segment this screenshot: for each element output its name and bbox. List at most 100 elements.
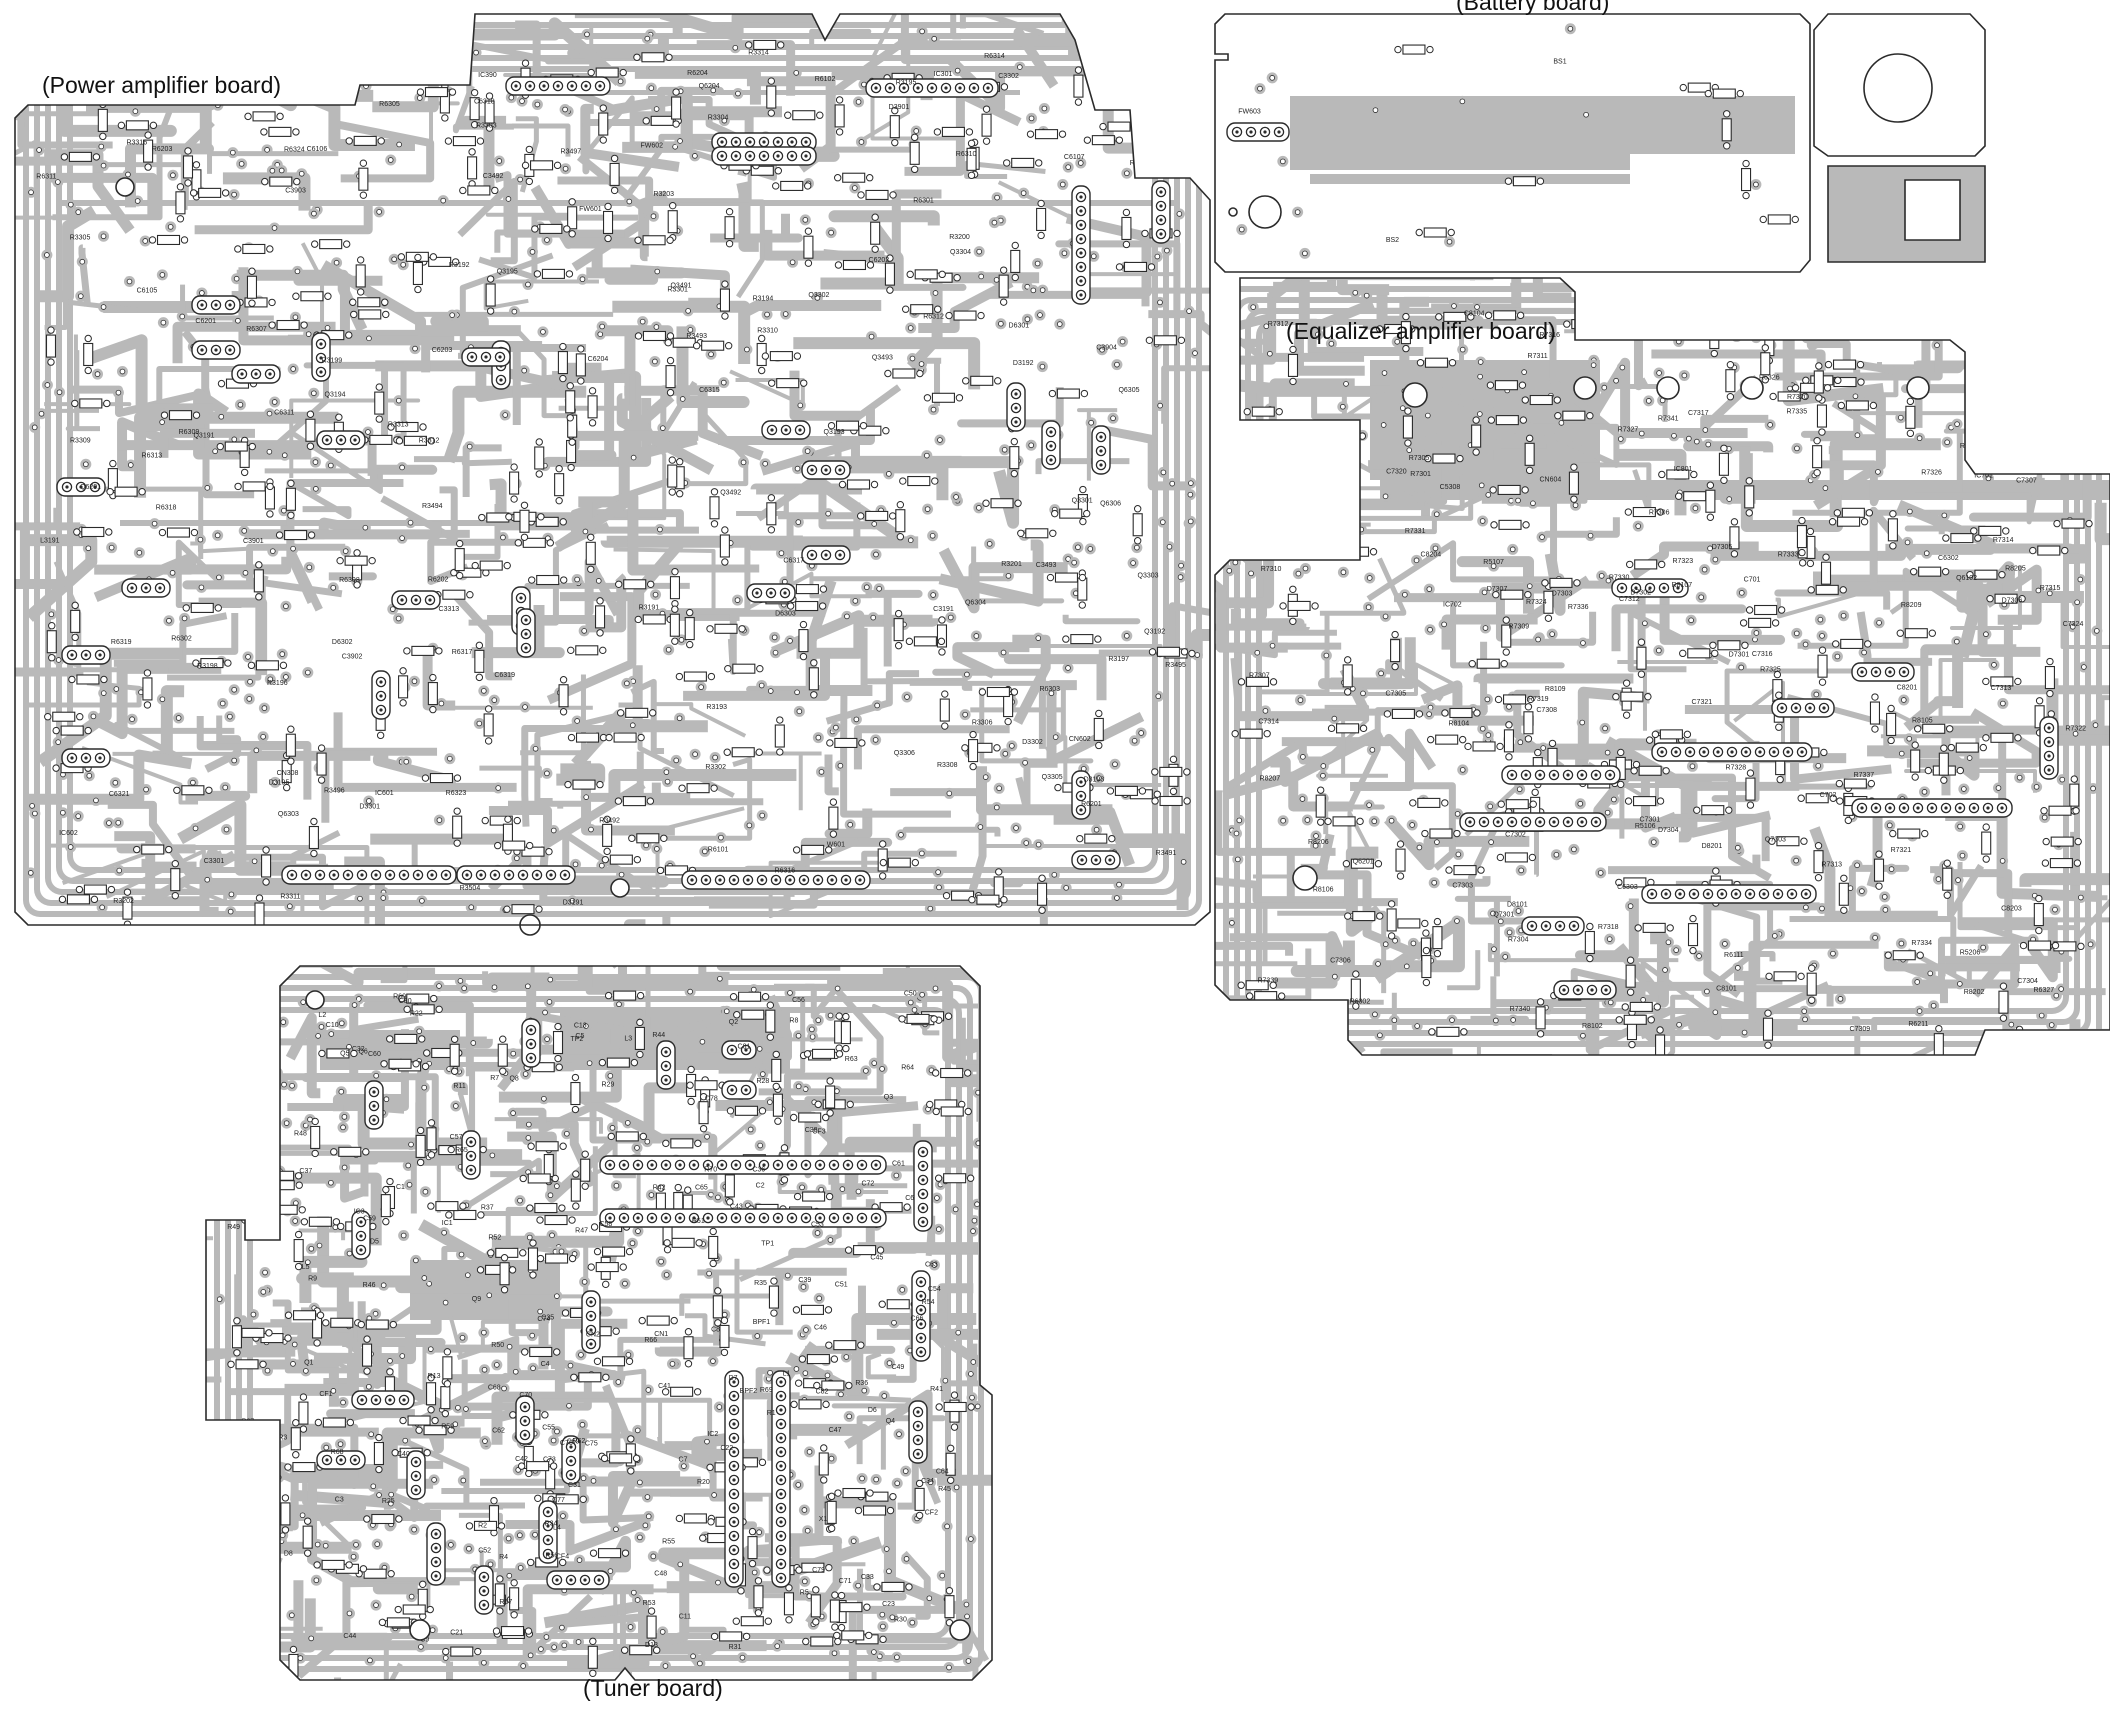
pin-drill (379, 680, 382, 683)
pad-hole (343, 549, 348, 554)
pin-drill (1794, 706, 1797, 709)
lead-pad (522, 60, 528, 66)
reference-designator: R7333 (1778, 552, 1799, 559)
lead-pad (1942, 568, 1948, 574)
lead-pad (2016, 1058, 2022, 1064)
lead-pad (1890, 543, 1896, 549)
reference-designator: C6317 (783, 557, 804, 564)
pin-drill (1079, 780, 1082, 783)
pad-hole (575, 719, 580, 724)
lead-pad (858, 192, 864, 198)
reference-designator: R5106 (1635, 823, 1656, 830)
lead-pad (1083, 31, 1089, 37)
lead-pad (569, 231, 575, 237)
lead-pad (635, 333, 641, 339)
lead-pad (811, 692, 817, 698)
pin-drill (1094, 858, 1097, 861)
resistor-footprint (710, 497, 719, 519)
lead-pad (1840, 587, 1846, 593)
lead-pad (1627, 957, 1633, 963)
reference-designator: R3495 (1165, 662, 1186, 669)
lead-pad (442, 115, 448, 121)
pad-hole (374, 34, 379, 39)
pad-hole (974, 634, 979, 639)
lead-pad (1238, 982, 1244, 988)
lead-pad (521, 502, 527, 508)
pad-hole (511, 1051, 516, 1056)
pad-hole (965, 672, 970, 677)
resistor-footprint (265, 487, 274, 509)
pad-hole (631, 455, 636, 460)
pin-drill (563, 873, 566, 876)
lead-pad (1922, 830, 1928, 836)
resistor-footprint (1391, 640, 1400, 662)
lead-pad (2080, 311, 2086, 317)
pin-drill (556, 84, 559, 87)
copper-trace (139, 1029, 234, 1090)
resistor-footprint (1387, 909, 1396, 931)
lead-pad (400, 668, 406, 674)
pad-hole (658, 527, 663, 532)
copper-trace (1564, 317, 1658, 333)
pad-hole (316, 1034, 321, 1039)
pad-hole (598, 332, 603, 337)
reference-designator: C7324 (2063, 621, 2084, 628)
lead-pad (2030, 547, 2036, 553)
lead-pad (1405, 408, 1411, 414)
lead-pad (521, 534, 527, 540)
pad-hole (1864, 301, 1869, 306)
resistor-footprint (1343, 665, 1352, 687)
resistor-footprint (982, 114, 991, 136)
pin-drill (930, 86, 933, 89)
lead-pad (100, 133, 106, 139)
resistor-footprint (468, 157, 477, 179)
pin-drill (1662, 586, 1665, 589)
reference-designator: R7319 (1528, 696, 1549, 703)
pad-hole (180, 314, 185, 319)
reference-designator: C3191 (933, 606, 954, 613)
resistor-footprint (142, 845, 164, 854)
lead-pad (648, 581, 654, 587)
lead-pad (248, 662, 254, 668)
lead-pad (1807, 528, 1813, 534)
reference-designator: Q3492 (720, 490, 741, 497)
pad-hole (396, 398, 401, 403)
lead-pad (1721, 445, 1727, 451)
reference-designator: D8201 (1702, 843, 1723, 850)
resistor-footprint (285, 531, 307, 540)
resistor-footprint (796, 602, 818, 611)
lead-pad (638, 734, 644, 740)
copper-trace (1765, 283, 1862, 331)
reference-designator: C7323 (1285, 456, 1306, 463)
lead-pad (1505, 178, 1511, 184)
resistor-footprint (767, 503, 776, 525)
pin-drill (1780, 706, 1783, 709)
reference-designator: C8101 (1716, 986, 1737, 993)
pin-drill (144, 586, 147, 589)
lead-pad (757, 665, 763, 671)
pin-drill (755, 591, 758, 594)
reference-designator: R7337 (1854, 772, 1875, 779)
lead-pad (711, 489, 717, 495)
resistor-footprint (623, 797, 645, 806)
lead-pad (53, 765, 59, 771)
pin-drill (1049, 444, 1052, 447)
lead-pad (101, 676, 107, 682)
pad-hole (1366, 605, 1371, 610)
lead-pad (946, 312, 952, 318)
reference-designator: C6204 (588, 356, 609, 363)
pad-hole (1161, 470, 1166, 475)
reference-designator: IC390 (478, 72, 497, 79)
pin-drill (1544, 924, 1547, 927)
resistor-footprint (1643, 923, 1665, 932)
resistor-footprint (143, 678, 152, 700)
resistor-footprint (894, 619, 903, 641)
pad-hole (1170, 481, 1175, 486)
pad-hole (506, 197, 511, 202)
lead-pad (280, 662, 286, 668)
reference-designator: R3504 (460, 885, 481, 892)
lead-pad (1707, 514, 1713, 520)
pad-hole (741, 460, 746, 465)
resistor-footprint (555, 474, 564, 496)
pad-hole (1705, 989, 1710, 994)
